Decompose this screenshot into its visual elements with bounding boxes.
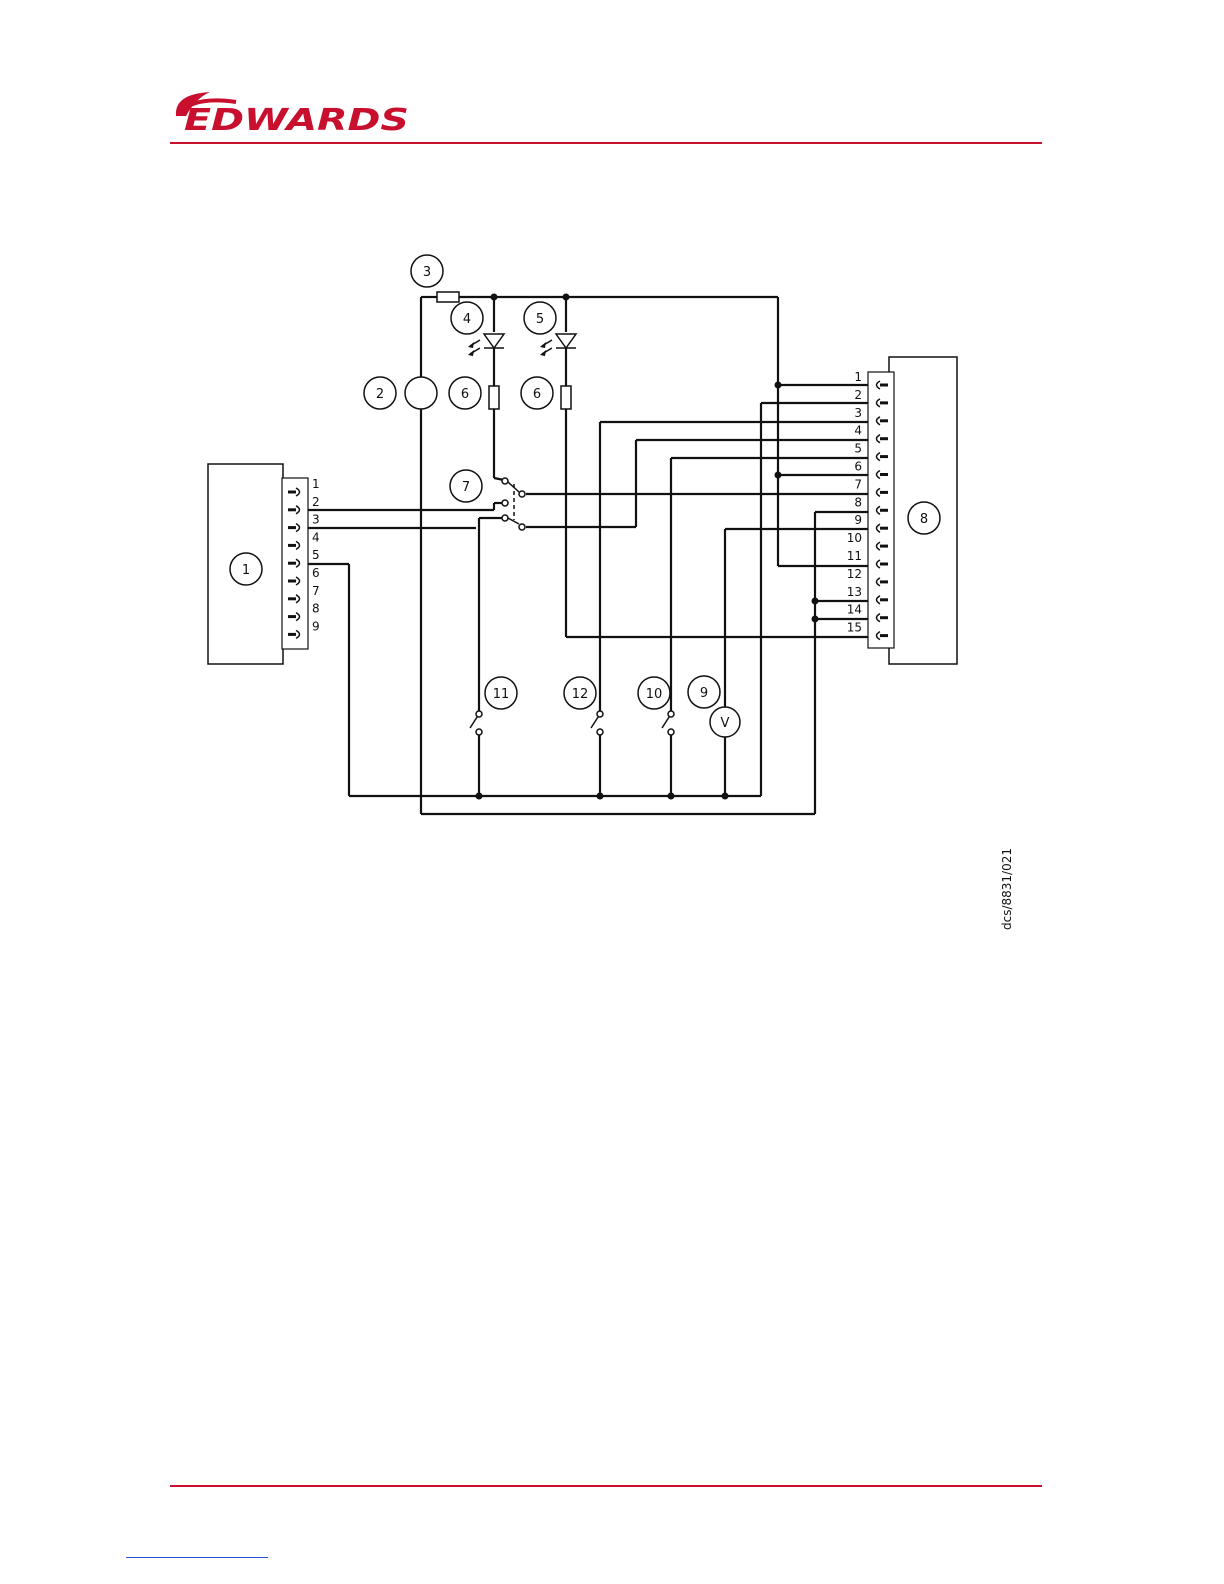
callout-number: 7 <box>462 480 470 495</box>
junctions <box>476 294 819 800</box>
pin-label: 5 <box>854 442 862 456</box>
callout: 4 <box>451 302 483 334</box>
footer-rule <box>170 1485 1042 1487</box>
pin-label: 7 <box>854 477 862 491</box>
fuse-symbol <box>437 292 459 302</box>
pin-label: 6 <box>854 460 862 474</box>
callout: 9 <box>688 676 720 708</box>
callout: 7 <box>450 470 482 502</box>
callout: 6 <box>449 377 481 409</box>
callout: 5 <box>524 302 556 334</box>
wires <box>300 297 876 814</box>
pin-label: 3 <box>312 513 320 527</box>
push-switches <box>470 711 674 735</box>
pin-label: 8 <box>312 602 320 616</box>
pin-label: 11 <box>847 549 862 563</box>
callout-number: 3 <box>423 265 431 280</box>
callout: 8 <box>908 502 940 534</box>
callout-number: 5 <box>536 312 544 327</box>
pin-label: 8 <box>854 495 862 509</box>
pin-label: 14 <box>847 603 862 617</box>
pin-label: 1 <box>854 370 862 384</box>
pin-label: 1 <box>312 477 320 491</box>
pin-label: 3 <box>854 406 862 420</box>
voltmeter-label: V <box>721 716 730 731</box>
callout: 12 <box>564 677 596 709</box>
callout: 6 <box>521 377 553 409</box>
callout-number: 8 <box>920 512 928 527</box>
pin-label: 5 <box>312 548 320 562</box>
pin-label: 7 <box>312 584 320 598</box>
callout: 11 <box>485 677 517 709</box>
callout-number: 6 <box>461 387 469 402</box>
pin-label: 9 <box>312 619 320 633</box>
callout-number: 12 <box>572 687 589 702</box>
drawing-reference: dcs/8831/021 <box>1000 848 1014 930</box>
pin-label: 9 <box>854 513 862 527</box>
callout-number: 2 <box>376 387 384 402</box>
footer-link-underline[interactable] <box>126 1557 268 1558</box>
led-symbols <box>470 334 576 354</box>
callout: 1 <box>230 553 262 585</box>
callout-number: 4 <box>463 312 471 327</box>
pin-label: 4 <box>312 530 320 544</box>
changeover-switch <box>502 478 525 530</box>
pin-label: 12 <box>847 567 862 581</box>
callout: 2 <box>364 377 396 409</box>
indicator-symbol <box>405 377 437 409</box>
callout-number: 6 <box>533 387 541 402</box>
callout: 3 <box>411 255 443 287</box>
callout-number: 11 <box>493 687 510 702</box>
pin-label: 15 <box>847 621 862 635</box>
pin-label: 6 <box>312 566 320 580</box>
pin-label: 2 <box>854 388 862 402</box>
pin-label: 13 <box>847 585 862 599</box>
callout-number: 10 <box>646 687 663 702</box>
callout-number: 1 <box>242 563 250 578</box>
callout-number: 9 <box>700 686 708 701</box>
callout: 10 <box>638 677 670 709</box>
pin-label: 10 <box>847 531 862 545</box>
pin-label: 2 <box>312 495 320 509</box>
pin-label: 4 <box>854 424 862 438</box>
